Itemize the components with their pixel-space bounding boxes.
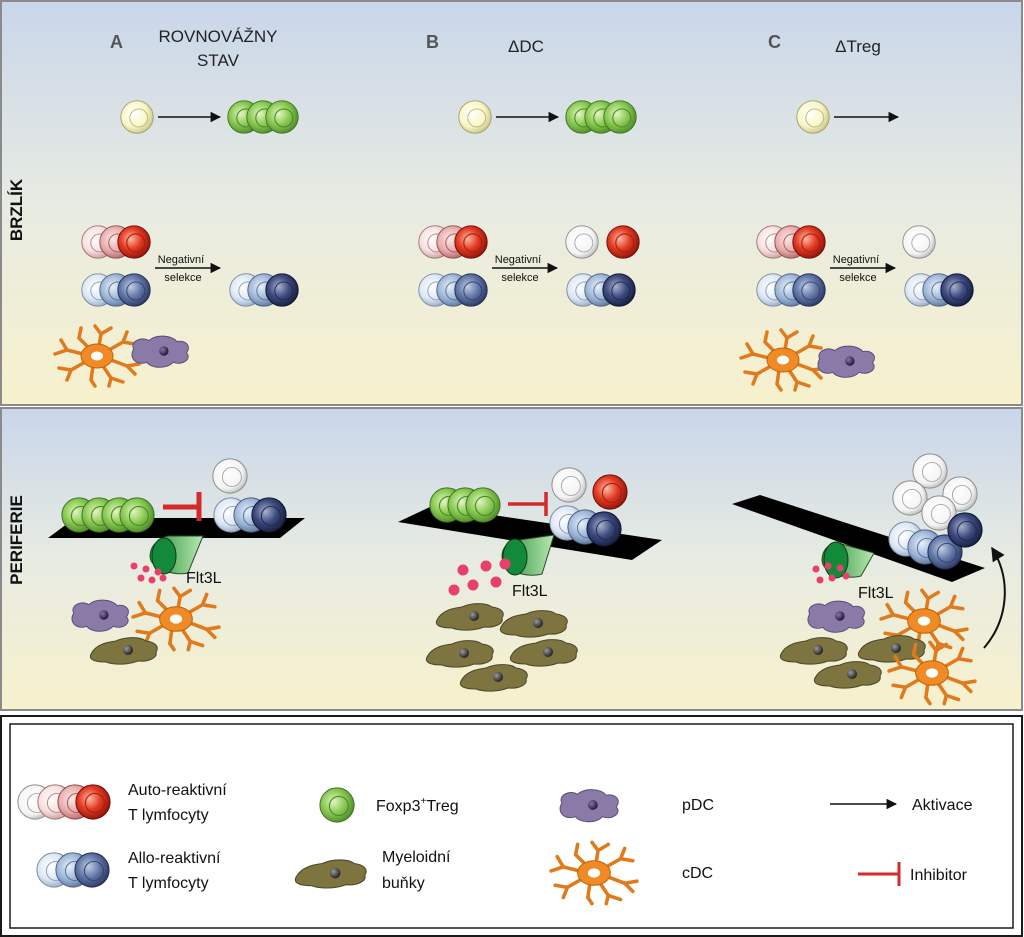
allo-reactive-cluster — [81, 273, 151, 307]
allo-reactive-cluster — [213, 497, 287, 533]
treg-cluster — [61, 497, 155, 533]
legend-inhibitor: Inhibitor — [858, 862, 968, 886]
balance-c: Flt3L — [732, 453, 1006, 706]
legend-myeloid: Myeloidní buňky — [294, 849, 451, 892]
legend-myeloid-line2: buňky — [382, 875, 425, 892]
legend-pdc-label: pDC — [682, 797, 714, 814]
auto-reactive-cluster — [418, 225, 488, 259]
naive-t-cell — [796, 100, 830, 134]
negative-selection-label-line2: selekce — [839, 272, 876, 284]
flt3l-dots — [448, 558, 511, 596]
panel-c-title: ΔTreg — [835, 37, 881, 56]
legend-activation-label: Aktivace — [912, 797, 973, 814]
auto-reactive-t-cell — [606, 225, 640, 259]
allo-reactive-cluster — [418, 273, 488, 307]
auto-reactive-t-cell — [592, 474, 628, 510]
auto-reactive-cluster — [756, 225, 826, 259]
negative-selection-label-line1: Negativní — [833, 254, 879, 266]
thymus-row-label: BRZLÍK — [7, 178, 26, 241]
negative-selection-label-line2: selekce — [164, 272, 201, 284]
treg-cluster — [429, 487, 501, 523]
auto-reactive-cluster — [81, 225, 151, 259]
panel-a-title-line2: STAV — [197, 51, 240, 70]
flt3l-label: Flt3L — [512, 583, 548, 600]
activation-arrow — [983, 546, 1006, 649]
legend-cdc: cDC — [549, 840, 713, 906]
escaped-t-cell — [902, 225, 936, 259]
panel-a-title-line1: ROVNOVÁŽNY — [158, 27, 277, 46]
legend: Auto-reaktivní T lymfocyty Allo-reaktivn… — [0, 715, 1023, 937]
legend-cdc-label: cDC — [682, 865, 713, 882]
pdc-cell — [131, 335, 189, 368]
balance-b: Flt3L — [398, 467, 662, 692]
inhibitor-symbol — [163, 492, 202, 521]
legend-auto-reactive-line2: T lymfocyty — [128, 807, 209, 824]
negative-selection-label-line1: Negativní — [158, 254, 204, 266]
legend-auto-reactive: Auto-reaktivní T lymfocyty — [17, 782, 227, 824]
legend-activation: Aktivace — [830, 797, 973, 814]
pdc-cell — [71, 599, 129, 632]
allo-reactive-cluster — [229, 273, 299, 307]
treg-cluster — [227, 100, 299, 134]
pdc-cell — [817, 345, 875, 378]
inhibitor-symbol — [508, 492, 548, 516]
legend-treg: Foxp3+Treg — [319, 787, 459, 823]
allo-reactive-cluster — [756, 273, 826, 307]
naive-t-cell — [120, 100, 154, 134]
periphery-panel: PERIFERIE Flt3L — [0, 407, 1023, 711]
pdc-cell — [807, 600, 865, 633]
escaped-t-cell — [212, 458, 248, 494]
panel-a-letter: A — [110, 32, 123, 52]
legend-inhibitor-label: Inhibitor — [910, 867, 968, 884]
allo-reactive-cluster — [566, 273, 636, 307]
escaped-t-cell — [565, 225, 599, 259]
flt3l-label: Flt3L — [186, 570, 222, 587]
escaped-t-cell — [551, 467, 587, 503]
naive-t-cell — [458, 100, 492, 134]
treg-cluster — [565, 100, 637, 134]
panel-b-title: ΔDC — [508, 37, 544, 56]
legend-auto-reactive-line1: Auto-reaktivní — [128, 782, 227, 799]
allo-reactive-cluster — [904, 273, 974, 307]
thymus-panel: BRZLÍK A ROVNOVÁŽNY STAV Negativní selek… — [0, 0, 1023, 406]
legend-myeloid-line1: Myeloidní — [382, 849, 451, 866]
periphery-row-label: PERIFERIE — [7, 495, 26, 585]
legend-allo-reactive-line1: Allo-reaktivní — [128, 850, 221, 867]
negative-selection-label-line2: selekce — [501, 272, 538, 284]
flt3l-dots — [130, 562, 167, 584]
panel-c-letter: C — [768, 32, 781, 52]
legend-treg-label: Foxp3+Treg — [376, 796, 459, 815]
legend-allo-reactive-line2: T lymfocyty — [128, 875, 209, 892]
legend-pdc: pDC — [559, 789, 714, 823]
inhibitor-icon — [858, 862, 901, 886]
panel-b-letter: B — [426, 32, 439, 52]
legend-allo-reactive: Allo-reaktivní T lymfocyty — [36, 850, 221, 892]
flt3l-label: Flt3L — [858, 585, 894, 602]
flt3l-dots — [812, 562, 850, 584]
balance-a: Flt3L — [48, 458, 305, 665]
negative-selection-label-line1: Negativní — [495, 254, 541, 266]
